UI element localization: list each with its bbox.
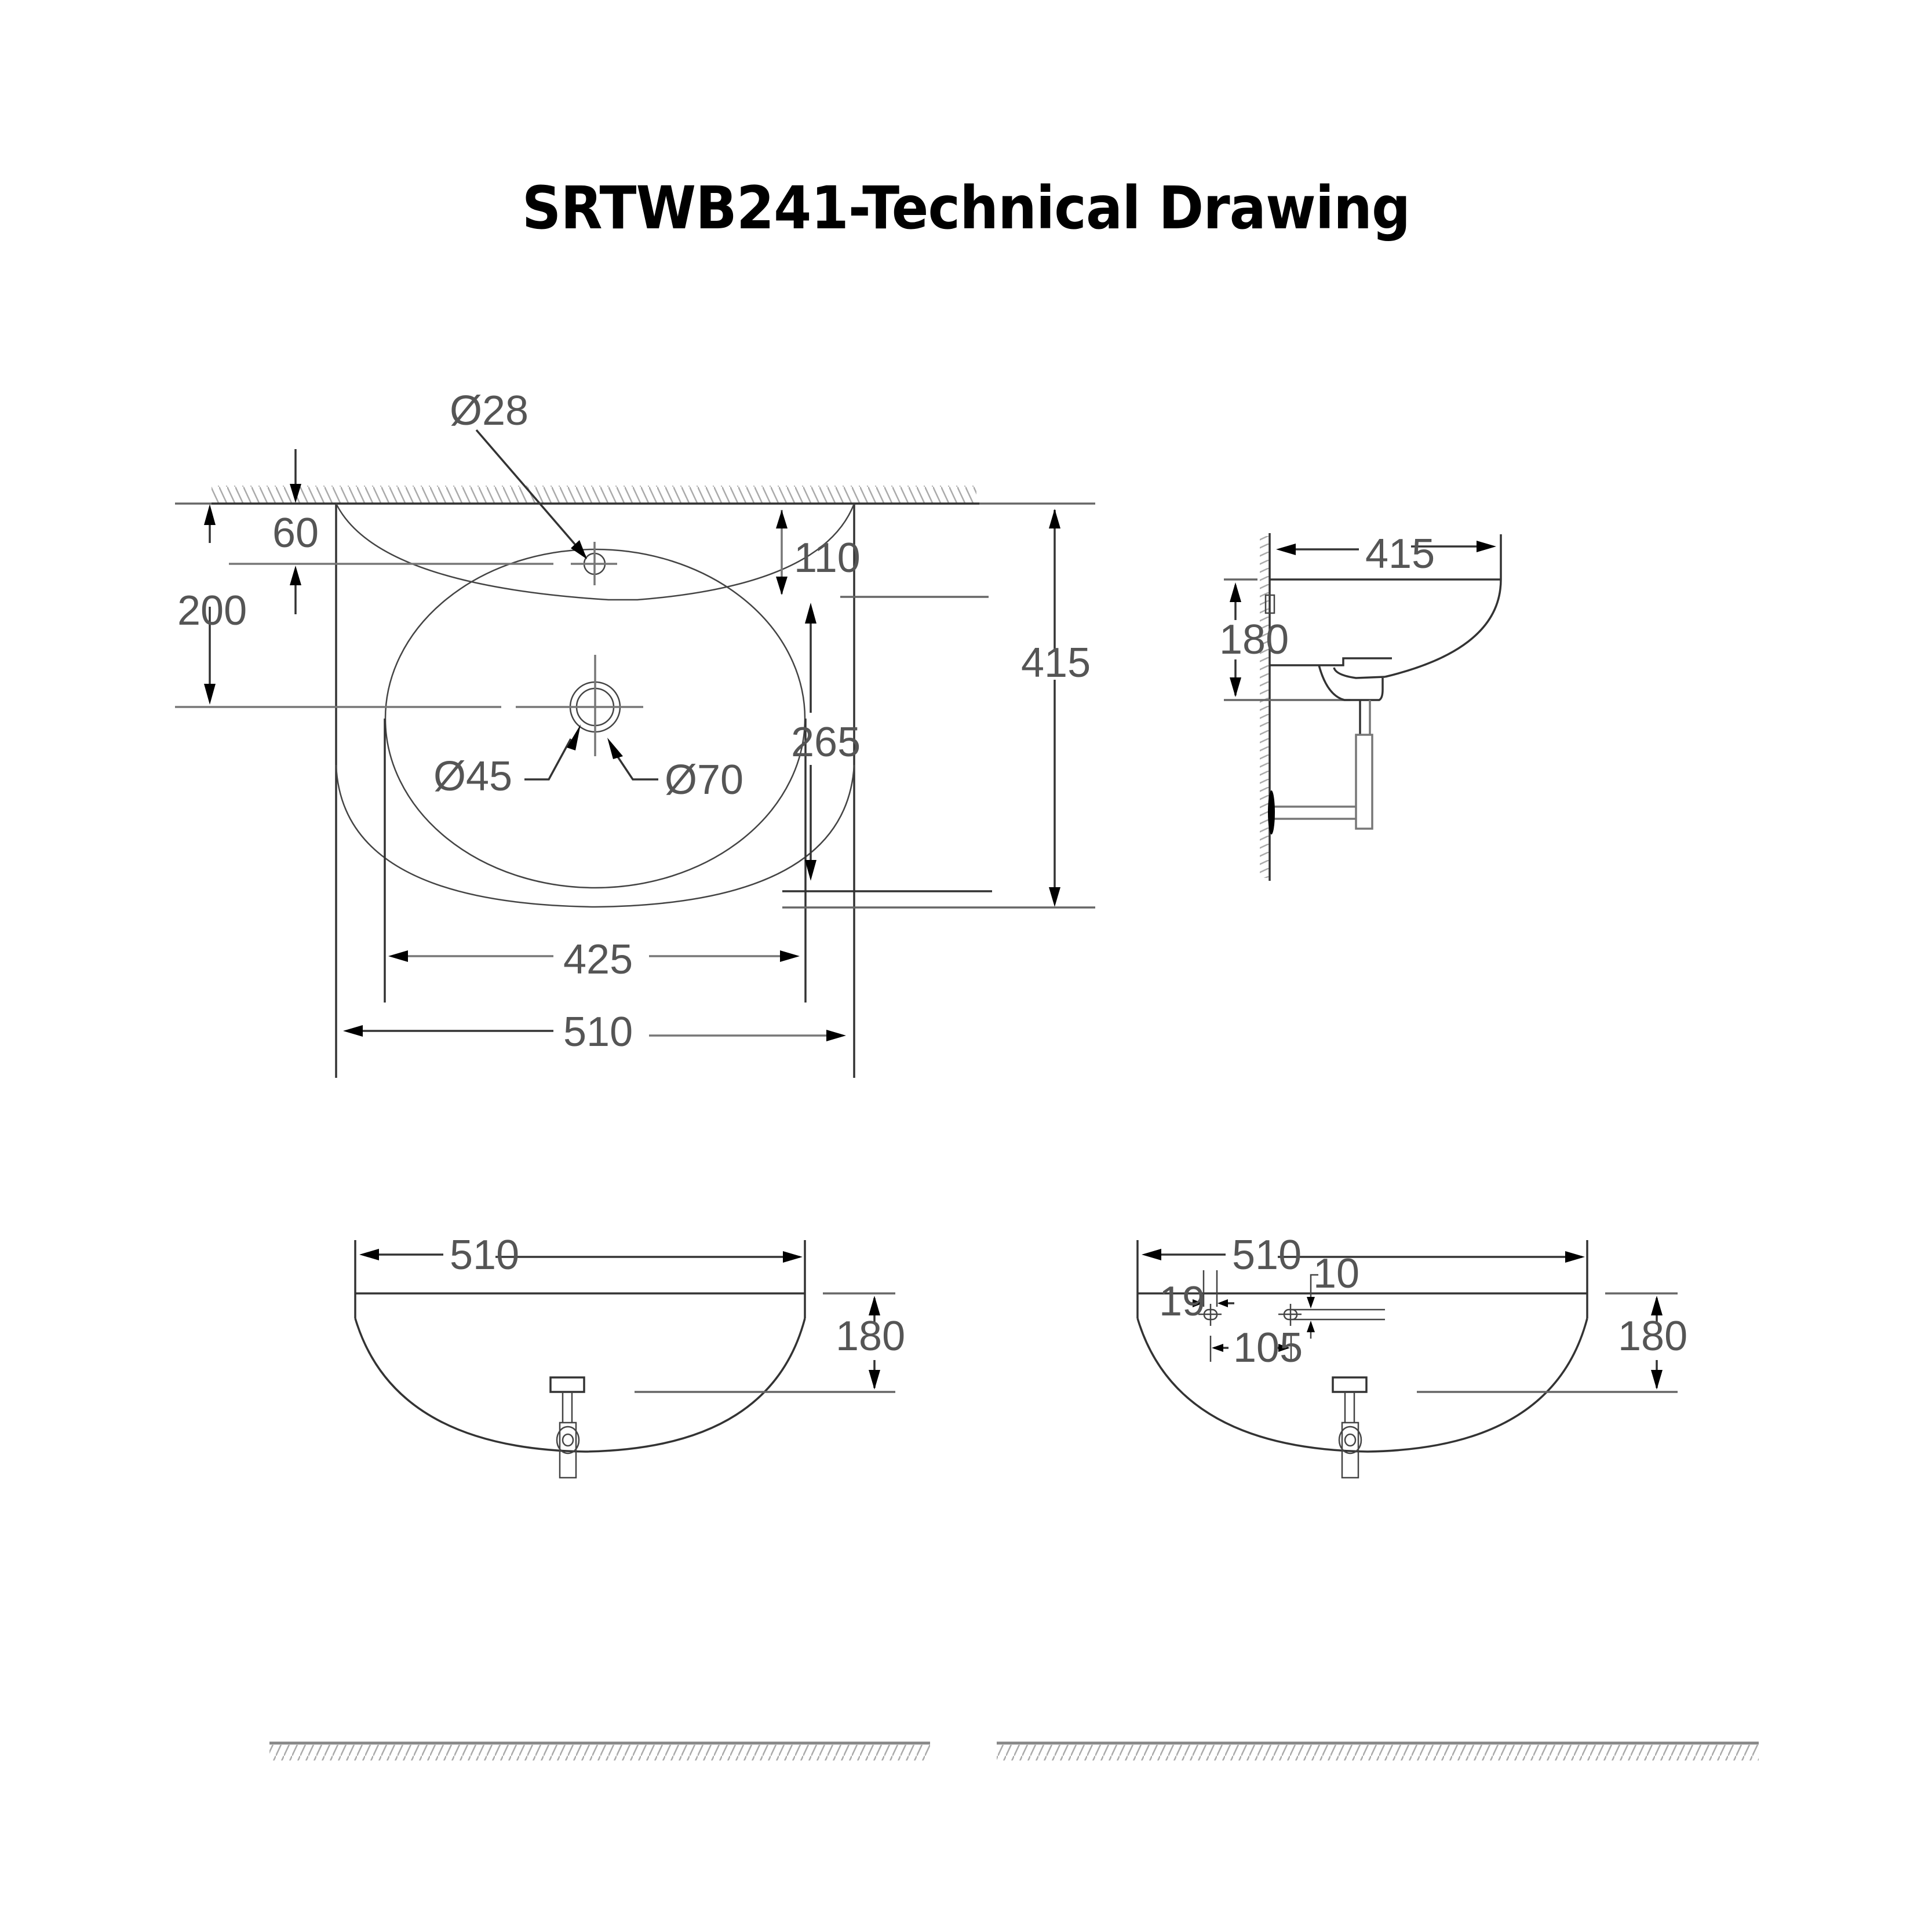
tap-hole-diameter-label: Ø28 xyxy=(450,388,528,434)
front-waste-fitting xyxy=(549,1376,585,1393)
floor-lines xyxy=(269,1741,1759,1760)
bowl-depth-label: 265 xyxy=(791,719,861,765)
side-projection-label: 415 xyxy=(1365,531,1435,577)
bowl-width-label: 425 xyxy=(563,936,633,983)
hole-spacing-label: 105 xyxy=(1233,1325,1303,1371)
wall-flange-icon xyxy=(1268,790,1275,834)
front-curve xyxy=(335,764,855,908)
front-basin-curve xyxy=(354,1318,806,1453)
waste-offset-label: 200 xyxy=(177,588,247,634)
rim-depth-label: 110 xyxy=(794,535,861,581)
side-view: 415 180 xyxy=(1219,531,1502,881)
drawing-title: SRTWB241-Technical Drawing xyxy=(522,174,1410,243)
rear-height-label: 180 xyxy=(1618,1313,1687,1359)
front-height-label: 180 xyxy=(836,1313,905,1359)
rear-waste-fitting xyxy=(1332,1376,1368,1393)
side-trap xyxy=(1355,734,1373,830)
waste-inner-diameter-label: Ø45 xyxy=(433,753,512,800)
top-view: Ø28 Ø45 Ø70 60 200 110 xyxy=(175,388,1095,1078)
wall-hatch xyxy=(212,486,976,503)
tap-offset-label: 60 xyxy=(272,510,319,556)
waste-outer-diameter-label: Ø70 xyxy=(665,757,743,803)
rear-view: 19 10 105 510 180 xyxy=(1136,1232,1687,1479)
rim-curve xyxy=(335,503,855,601)
overall-width-label: 510 xyxy=(563,1009,633,1055)
front-view: 510 180 xyxy=(354,1232,905,1479)
floor-hatch-right xyxy=(997,1745,1759,1760)
floor-hatch-left xyxy=(269,1745,930,1760)
front-width-label: 510 xyxy=(450,1232,519,1278)
side-basin-curve xyxy=(1384,579,1502,678)
slot-height-label: 10 xyxy=(1313,1251,1359,1297)
side-wall-hatch xyxy=(1260,536,1270,878)
slot-width-label: 19 xyxy=(1159,1278,1205,1325)
overall-depth-label: 415 xyxy=(1021,640,1091,686)
wall-bracket-icon xyxy=(1264,594,1275,614)
side-height-label: 180 xyxy=(1219,617,1289,663)
rear-width-label: 510 xyxy=(1232,1232,1302,1278)
rear-basin-curve xyxy=(1136,1318,1588,1453)
